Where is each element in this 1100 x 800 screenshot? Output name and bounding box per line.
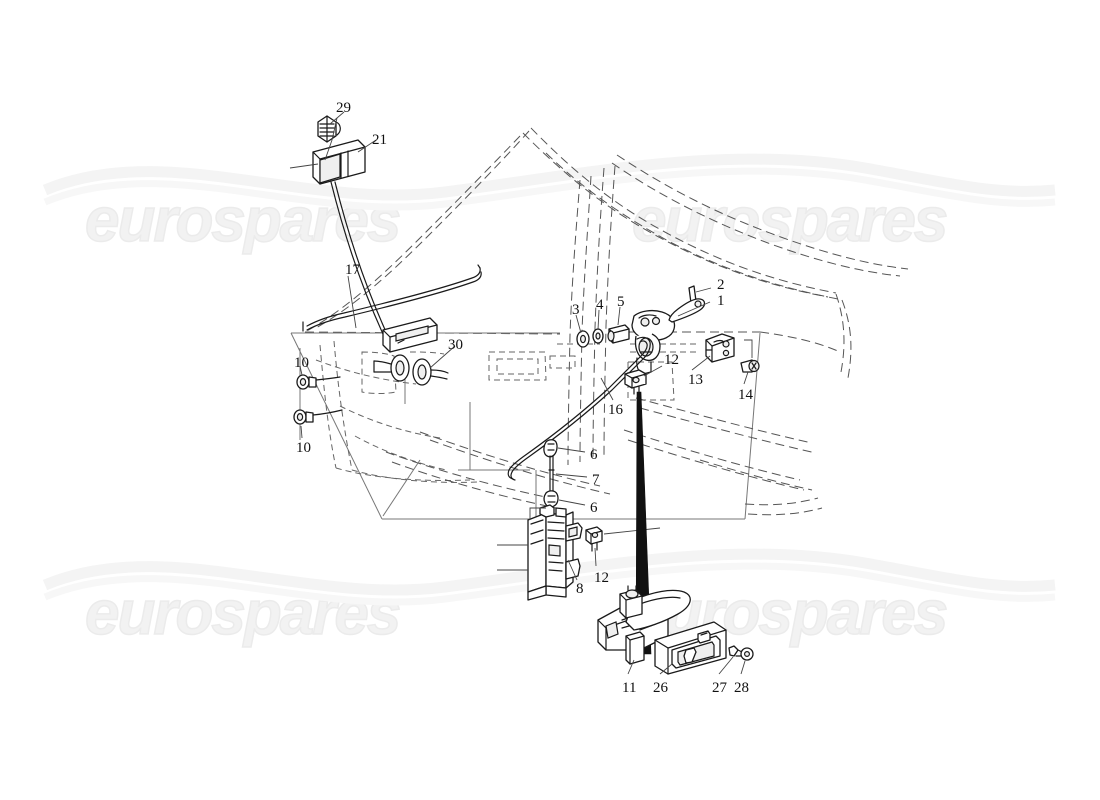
part-5-bushing (607, 324, 630, 344)
leader-21-base (289, 163, 319, 169)
callout-5: 5 (617, 294, 625, 310)
part-11-inner-handle-mechanism (597, 585, 691, 665)
part-14-striker-screw (740, 359, 760, 373)
main-vertical-control-rod (635, 391, 652, 655)
part-13-striker-plate (705, 333, 735, 363)
leader-13 (691, 355, 711, 371)
callout-10-upper: 10 (294, 355, 309, 371)
callout-11: 11 (622, 680, 637, 696)
callout-30: 30 (448, 337, 463, 353)
leader-6a (557, 447, 586, 453)
leader-10b (300, 425, 303, 439)
leader-26 (659, 663, 673, 675)
callout-21: 21 (372, 132, 387, 148)
part-16-connecting-rod (507, 336, 651, 481)
callout-28: 28 (734, 680, 749, 696)
leader-6b-to-lock (529, 507, 546, 520)
leader-12a (643, 365, 663, 377)
part-3-washer (576, 330, 590, 348)
callout-16: 16 (608, 402, 623, 418)
callout-12-upper: 12 (664, 352, 679, 368)
leader-29b (324, 117, 338, 161)
leader-27 (718, 656, 734, 675)
part-17-lock-rod (302, 181, 482, 335)
leader-2 (695, 287, 712, 293)
part-6a-rod-clip (543, 439, 558, 458)
part-28-screw-cap (740, 647, 754, 661)
bracket-13-14 (744, 339, 753, 358)
leader-8 (567, 559, 578, 581)
car-body-outline (290, 127, 909, 520)
callout-3: 3 (572, 302, 580, 318)
callout-27: 27 (712, 680, 727, 696)
callout-6-lower: 6 (590, 500, 598, 516)
leader-14 (743, 371, 749, 385)
part-12a-rod-clip (624, 369, 647, 395)
part-8-door-lock-latch (527, 504, 583, 601)
part-27-bezel-screw (728, 645, 743, 657)
part-4-washer (592, 328, 604, 344)
callout-2: 2 (717, 277, 725, 293)
part-6b-rod-clip (543, 490, 559, 508)
part-26-handle-bezel (654, 621, 727, 675)
leader-11 (627, 659, 635, 675)
part-30-panel-plate (382, 317, 438, 353)
leader-10a (299, 365, 303, 376)
callout-13: 13 (688, 372, 703, 388)
leader-1 (677, 301, 711, 317)
callout-17: 17 (345, 262, 360, 278)
callout-29: 29 (336, 100, 351, 116)
leader-7 (555, 473, 588, 478)
callout-7: 7 (592, 472, 600, 488)
watermark-top-right: eurospares (631, 185, 949, 256)
callout-8: 8 (576, 581, 584, 597)
leader-17 (347, 275, 357, 329)
callout-1: 1 (717, 293, 725, 309)
part-7-lock-knob-rod (548, 455, 555, 493)
leader-12b (594, 547, 597, 567)
leader-30 (429, 345, 456, 369)
part-10b-screw (293, 409, 343, 425)
callout-10-lower: 10 (296, 440, 311, 456)
leader-21 (357, 139, 377, 153)
leader-6b (558, 499, 586, 506)
leader-12b-panel (603, 527, 661, 535)
leader-28 (740, 660, 746, 675)
callout-26: 26 (653, 680, 668, 696)
callout-6-upper: 6 (590, 447, 598, 463)
callout-12-lower: 12 (594, 570, 609, 586)
leader-5 (617, 306, 621, 326)
leader-16 (600, 377, 614, 401)
part-21-door-light (312, 139, 366, 185)
part-10a-screw (296, 374, 341, 390)
callout-4: 4 (596, 297, 604, 313)
part-30-grommets (373, 354, 449, 386)
callout-14: 14 (738, 387, 753, 403)
leader-4 (597, 309, 600, 331)
part-12b-rod-clip (585, 526, 603, 552)
watermark-swoosh-top (45, 159, 1055, 207)
leader-3 (575, 314, 582, 334)
